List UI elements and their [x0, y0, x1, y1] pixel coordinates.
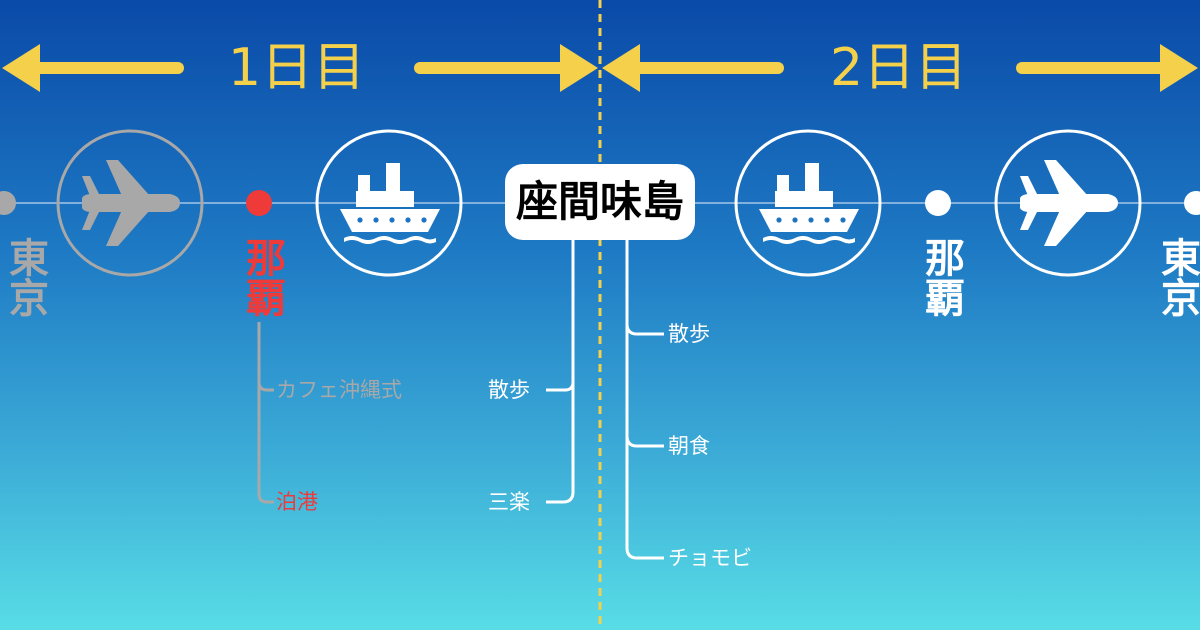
- day1-left-arrow: [2, 44, 184, 92]
- airplane-icon: [994, 129, 1142, 277]
- activity-walk-day2: 散歩: [668, 322, 710, 346]
- airplane-icon: [56, 129, 204, 277]
- ferry-icon: [315, 129, 463, 277]
- day2-left-arrow: [602, 44, 784, 92]
- activity-chomobi: チョモビ: [668, 546, 752, 570]
- stop-naha-start: 那覇: [239, 237, 285, 317]
- activity-cafe: カフェ沖縄式: [276, 378, 402, 402]
- tokyo-end-dot: [1184, 191, 1200, 215]
- day1-right-arrow: [414, 44, 598, 92]
- activity-sanraku: 三楽: [488, 490, 530, 514]
- day2-right-arrow: [1016, 44, 1198, 92]
- destination-zamami: 座間味島: [505, 164, 695, 240]
- day1-label: 1日目: [228, 38, 366, 98]
- activity-breakfast: 朝食: [668, 434, 710, 458]
- stop-tokyo-end: 東京: [1154, 237, 1200, 317]
- stop-tokyo-start: 東京: [2, 237, 48, 317]
- ferry-icon: [734, 129, 882, 277]
- naha-start-dot: [246, 190, 272, 216]
- zamami-day1-branch: [546, 240, 575, 504]
- stop-naha-end: 那覇: [918, 237, 964, 317]
- zamami-day2-branch: [625, 240, 664, 560]
- naha-branch: [257, 322, 274, 504]
- day2-label: 2日目: [830, 38, 968, 98]
- activity-tomari-port: 泊港: [276, 490, 318, 514]
- naha-end-dot: [925, 190, 951, 216]
- tokyo-start-dot: [0, 191, 16, 215]
- activity-walk-day1: 散歩: [488, 378, 530, 402]
